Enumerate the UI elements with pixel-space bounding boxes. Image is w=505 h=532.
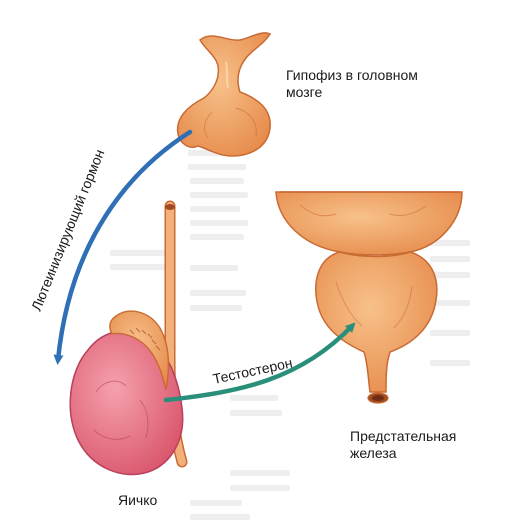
testis-label: Яичко — [118, 492, 158, 508]
pituitary-label-line1: Гипофиз в головном — [286, 67, 418, 83]
background-text-faint — [110, 150, 470, 520]
pituitary-label-line2: мозге — [286, 84, 323, 100]
testosterone-label: Тестостерон — [211, 354, 293, 386]
bladder — [275, 191, 463, 256]
pituitary-gland — [176, 32, 272, 157]
testis — [69, 310, 184, 476]
prostate-gland — [315, 251, 438, 404]
lh-arrow — [53, 129, 193, 365]
prostate-label-line2: железа — [350, 445, 397, 461]
testosterone-arrow — [163, 322, 356, 403]
prostate-label-line1: Предстательная — [350, 428, 457, 444]
